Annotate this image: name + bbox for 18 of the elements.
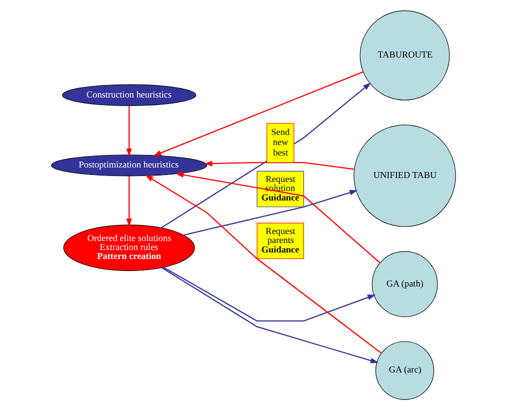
edge-label: Request parents Guidance — [261, 226, 300, 254]
node-ellipse: Construction heuristics — [62, 84, 196, 106]
arrow — [161, 267, 379, 364]
arrow — [126, 106, 132, 157]
node-circle: GA (arc) — [375, 341, 434, 400]
node-ellipse: Ordered elite solutions Extraction rules Pattern creation — [63, 224, 195, 271]
arrow — [163, 266, 376, 322]
arrow — [145, 174, 382, 354]
arrow — [153, 71, 364, 156]
edge-label: Request solution Guidance — [261, 174, 300, 202]
node-circle: UNIFIED TABU — [354, 124, 456, 227]
arrow — [204, 160, 354, 170]
arrow — [126, 176, 132, 227]
node-circle: GA (path) — [372, 251, 438, 318]
node-ellipse: Postoptimization heuristics — [50, 154, 208, 176]
arrow — [184, 190, 358, 236]
edge-label: Send new best — [271, 126, 290, 158]
node-circle: TABUROUTE — [360, 10, 450, 100]
